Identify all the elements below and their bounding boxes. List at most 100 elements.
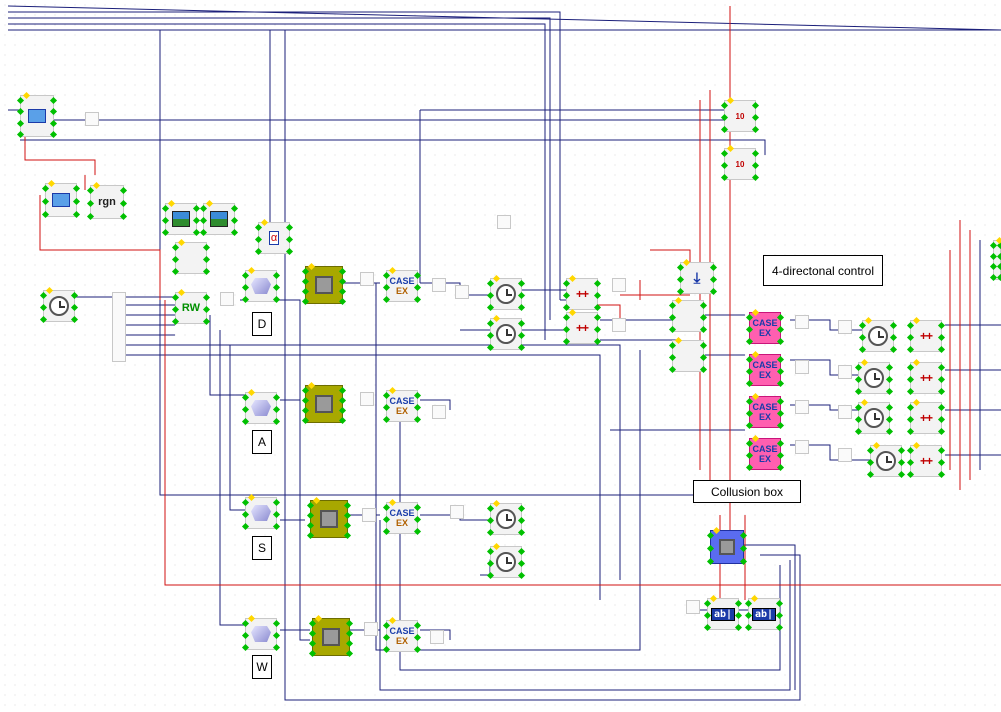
keyboard-icon [251,400,271,416]
switch-component[interactable] [668,336,708,374]
keyboard-icon [251,278,271,294]
olive-block-2[interactable] [301,381,347,425]
case-pink-3[interactable]: CASE EX [745,392,785,430]
image-icon [172,211,190,227]
increment-component[interactable]: ++ [562,308,602,346]
olive-block-3[interactable] [306,496,352,540]
key-label-d: D [252,312,272,336]
clock-icon [496,509,516,529]
collision-box-component[interactable] [706,526,748,566]
junction-node[interactable] [220,292,234,306]
case-component-1[interactable]: CASE EX [382,266,422,304]
window-icon [21,96,53,136]
keyboard-icon [251,626,271,642]
increment-component[interactable]: ++ [906,441,946,479]
junction-node[interactable] [795,315,809,329]
image-component-1[interactable] [161,199,201,237]
junction-node[interactable] [455,285,469,299]
case-component-3[interactable]: CASE EX [382,498,422,536]
timer-component[interactable] [866,441,906,479]
clock-icon [496,324,516,344]
junction-node[interactable] [612,318,626,332]
key-s-component[interactable] [241,493,281,531]
timer-component[interactable] [486,499,526,537]
junction-node[interactable] [612,278,626,292]
switch-component[interactable] [171,238,211,276]
keyboard-icon [251,505,271,521]
window-component[interactable] [16,91,58,139]
store-component[interactable]: ⤓ [676,258,718,296]
switch-component[interactable] [668,296,708,334]
key-w-component[interactable] [241,614,281,652]
timer-component[interactable] [854,358,894,396]
junction-node[interactable] [364,622,378,636]
offscreen-component[interactable] [989,236,1001,282]
junction-node[interactable] [360,392,374,406]
junction-node[interactable] [795,400,809,414]
region-component[interactable]: rgn [86,181,128,221]
event-pin[interactable] [995,236,1001,245]
junction-node[interactable] [362,508,376,522]
junction-node[interactable] [795,440,809,454]
value-component-2[interactable]: 10 [720,144,760,182]
read-write-component[interactable]: RW [171,288,211,326]
arrow-down-icon: ⤓ [693,269,701,287]
junction-node[interactable] [432,405,446,419]
alpha-component[interactable]: α [254,218,294,256]
case-component-2[interactable]: CASE EX [382,386,422,424]
junction-node[interactable] [360,272,374,286]
clock-icon [496,284,516,304]
clock-icon [864,368,884,388]
key-label-a: A [252,430,272,454]
timer-component[interactable] [39,286,79,324]
case-pink-2[interactable]: CASE EX [745,350,785,388]
case-pink-1[interactable]: CASE EX [745,308,785,346]
junction-node[interactable] [450,505,464,519]
timer-component[interactable] [486,542,526,580]
user-window-icon [46,184,76,216]
value-component-1[interactable]: 10 [720,96,760,134]
note-collusion-box: Collusion box [693,480,801,503]
junction-node[interactable] [432,278,446,292]
text-component-2[interactable]: ab| [744,594,784,632]
key-a-component[interactable] [241,388,281,426]
case-pink-4[interactable]: CASE EX [745,434,785,472]
olive-block-1[interactable] [301,262,347,306]
timer-component[interactable] [486,314,526,352]
port-pin[interactable] [996,252,1001,260]
junction-node[interactable] [795,360,809,374]
alpha-icon: α [268,231,280,245]
key-d-component[interactable] [241,266,281,304]
clock-icon [864,408,884,428]
timer-component[interactable] [858,316,898,354]
case-component-4[interactable]: CASE EX [382,616,422,654]
clock-icon [49,296,69,316]
text-component-1[interactable]: ab| [703,594,743,632]
increment-component[interactable]: ++ [562,274,602,312]
junction-node[interactable] [430,630,444,644]
bus-splitter[interactable] [112,292,126,362]
image-component-2[interactable] [199,199,239,237]
increment-component[interactable]: ++ [906,316,946,354]
junction-node[interactable] [686,600,700,614]
clock-icon [496,552,516,572]
junction-node[interactable] [838,448,852,462]
olive-block-4[interactable] [308,614,354,658]
junction-node[interactable] [838,320,852,334]
increment-component[interactable]: ++ [906,358,946,396]
junction-node[interactable] [497,215,511,229]
key-label-s: S [252,536,272,560]
junction-node[interactable] [838,365,852,379]
port-pin[interactable] [996,273,1001,282]
image-icon [210,211,228,227]
timer-component[interactable] [854,398,894,436]
timer-component[interactable] [486,274,526,312]
junction-node[interactable] [838,405,852,419]
increment-component[interactable]: ++ [906,398,946,436]
port-pin[interactable] [996,263,1001,271]
clock-icon [868,326,888,346]
user-window-component[interactable] [41,179,81,219]
junction-node[interactable] [85,112,99,126]
